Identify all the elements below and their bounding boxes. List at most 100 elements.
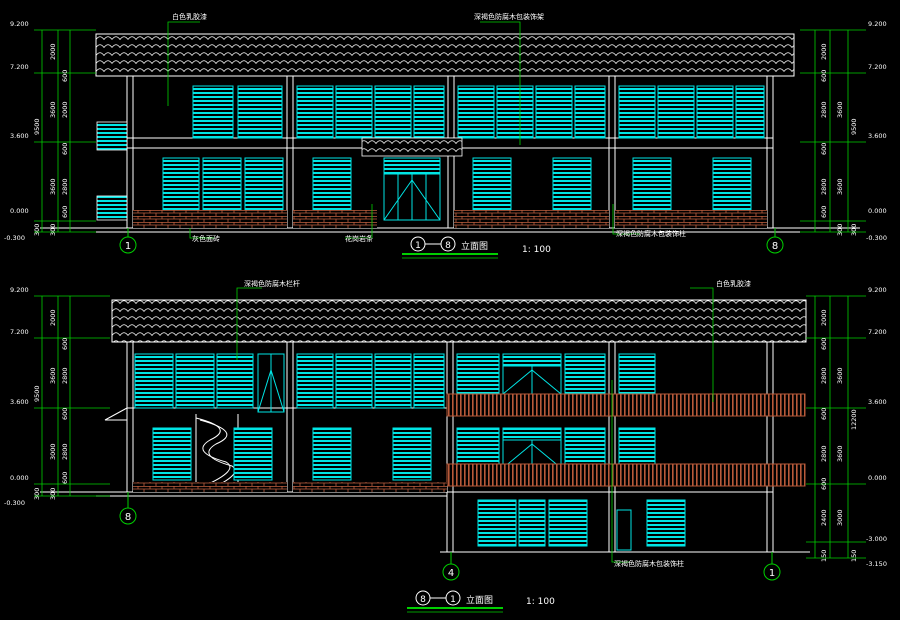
dim-right-lower-9: 3000 xyxy=(836,509,844,526)
upper-windows xyxy=(192,85,765,139)
dim-right-lower-7: 2800 xyxy=(820,445,828,462)
title-axis-b-lower: 1 xyxy=(450,595,456,605)
dim-left-6: 3600 xyxy=(49,178,57,195)
level-right-lower-1: 9.200 xyxy=(868,286,887,294)
axis-bubble-mid-lower: 4 xyxy=(448,568,454,579)
dim-right-5: 600 xyxy=(820,143,828,155)
entrance-door xyxy=(383,157,441,221)
level-right-lower-4: 0.000 xyxy=(868,474,887,482)
brick-base xyxy=(133,210,767,228)
axis-bubble-left: 1 xyxy=(125,241,131,252)
dim-left-lower-6: 3000 xyxy=(49,443,57,460)
dim-right-9: 300 xyxy=(836,224,844,236)
dim-right-6: 3600 xyxy=(836,178,844,195)
title-label-lower: 立面图 xyxy=(466,594,493,606)
level-left-lower-4: 0.000 xyxy=(10,474,29,482)
level-left-4: 0.000 xyxy=(10,207,29,215)
note-steps: 花岗岩条 xyxy=(345,234,373,243)
level-right-1: 9.200 xyxy=(868,20,887,28)
level-left-lower-2: 7.200 xyxy=(10,328,29,336)
note-base-wall: 灰色面砖 xyxy=(192,234,220,243)
dim-right-7: 2800 xyxy=(820,178,828,195)
title-axis-a: 1 xyxy=(415,241,421,251)
dim-left-lower-3: 3600 xyxy=(49,367,57,384)
dim-right-lower-8: 600 xyxy=(820,478,828,490)
dim-left-5: 600 xyxy=(61,143,69,155)
roof-tiles xyxy=(95,33,795,77)
dim-left-3: 3600 xyxy=(49,101,57,118)
dim-left-9: 300 xyxy=(49,224,57,236)
dim-right-lower-10: 2400 xyxy=(820,509,828,526)
dim-left-lower-1: 2000 xyxy=(49,309,57,326)
dim-right-lower-1: 2000 xyxy=(820,309,828,326)
dim-left-lower-9: 300 xyxy=(49,488,57,500)
dim-right-outer-2: 300 xyxy=(850,224,858,236)
dim-left-lower-7: 2800 xyxy=(61,443,69,460)
lower-windows-lower xyxy=(152,427,432,481)
note-roof-decor: 深褐色防腐木包装饰架 xyxy=(474,12,544,21)
dim-left-4: 2000 xyxy=(61,101,69,118)
dim-right-lower-outer-1: 12200 xyxy=(850,409,858,430)
dim-right-lower-11: 150 xyxy=(820,550,828,562)
dim-left-lower-8: 600 xyxy=(61,472,69,484)
dim-right-8: 600 xyxy=(820,206,828,218)
roof-tiles-lower xyxy=(111,299,807,343)
dim-right-lower-4: 2800 xyxy=(820,367,828,384)
level-right-lower-3: 3.600 xyxy=(868,398,887,406)
dim-left-outer-1: 9500 xyxy=(33,118,41,135)
balcony-railings xyxy=(446,393,806,487)
dim-left-1: 2000 xyxy=(49,43,57,60)
dim-left-8: 600 xyxy=(61,206,69,218)
dim-right-lower-3: 3600 xyxy=(836,367,844,384)
dim-left-7: 2800 xyxy=(61,178,69,195)
note-railing: 深褐色防腐木栏杆 xyxy=(244,279,300,288)
dim-left-lower-outer-2: 300 xyxy=(33,488,41,500)
dim-left-lower-4: 2800 xyxy=(61,367,69,384)
dim-left-lower-5: 600 xyxy=(61,408,69,420)
level-left-lower-5: -0.300 xyxy=(4,499,25,507)
level-right-4: 0.000 xyxy=(868,207,887,215)
dim-right-outer-1: 9500 xyxy=(850,118,858,135)
basement-openings xyxy=(477,499,686,551)
dim-right-lower-6: 3600 xyxy=(836,445,844,462)
dim-left-lower-outer-1: 9500 xyxy=(33,385,41,402)
level-right-5: -0.300 xyxy=(866,234,887,242)
entrance-canopy xyxy=(361,137,463,157)
title-axis-b: 8 xyxy=(445,241,451,251)
spiral-stair xyxy=(195,414,239,492)
dim-right-2: 600 xyxy=(820,70,828,82)
level-right-lower-6: -3.150 xyxy=(866,560,887,568)
brick-base-lower xyxy=(133,482,447,492)
title-axis-a-lower: 8 xyxy=(420,595,426,605)
level-left-lower-1: 9.200 xyxy=(10,286,29,294)
title-1-8: 1 8 立面图 1: 100 xyxy=(402,236,551,259)
note-column: 深褐色防腐木包装饰柱 xyxy=(616,229,686,238)
dim-right-lower-2: 600 xyxy=(820,338,828,350)
note-column-lower: 深褐色防腐木包装饰柱 xyxy=(614,559,684,568)
dim-right-4: 2800 xyxy=(820,101,828,118)
level-left-5: -0.300 xyxy=(4,234,25,242)
axis-bubble-right: 8 xyxy=(772,241,778,252)
title-scale: 1: 100 xyxy=(522,245,551,255)
title-scale-lower: 1: 100 xyxy=(526,597,555,607)
note-roof-wall: 白色乳胶漆 xyxy=(172,12,207,21)
level-left-1: 9.200 xyxy=(10,20,29,28)
level-right-2: 7.200 xyxy=(868,63,887,71)
dim-left-2: 600 xyxy=(61,70,69,82)
level-right-3: 3.600 xyxy=(868,132,887,140)
dim-left-lower-2: 600 xyxy=(61,338,69,350)
level-left-lower-3: 3.600 xyxy=(10,398,29,406)
dim-left-outer-2: 300 xyxy=(33,224,41,236)
elevation-1-8: 白色乳胶漆 深褐色防腐木包装饰架 灰色面砖 花岗岩条 深褐色防腐木包装饰柱 1 … xyxy=(4,12,887,259)
level-right-lower-5: -3.000 xyxy=(866,535,887,543)
level-left-2: 7.200 xyxy=(10,63,29,71)
dim-right-3: 3600 xyxy=(836,101,844,118)
note-wall: 白色乳胶漆 xyxy=(716,279,751,288)
upper-windows-lower xyxy=(134,353,656,469)
dim-right-lower-5: 600 xyxy=(820,408,828,420)
dim-right-1: 2000 xyxy=(820,43,828,60)
title-label: 立面图 xyxy=(461,240,488,252)
elevation-8-1: 深褐色防腐木栏杆 白色乳胶漆 深褐色防腐木包装饰柱 8 4 1 8 1 立面图 … xyxy=(4,279,887,613)
axis-bubble-right-lower: 1 xyxy=(769,568,775,579)
level-left-3: 3.600 xyxy=(10,132,29,140)
